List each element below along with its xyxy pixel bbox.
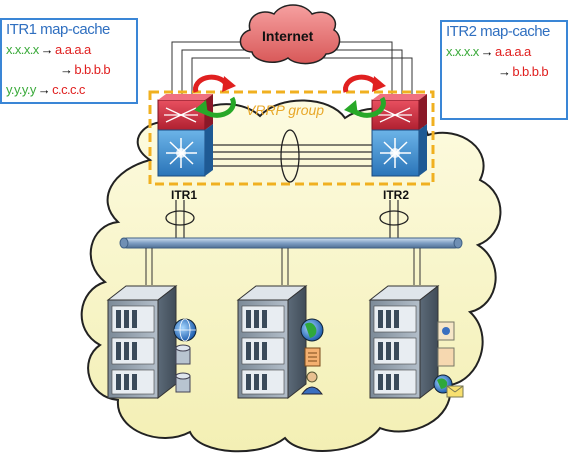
server-rack-3: [368, 284, 440, 400]
itr2-map-cache-title: ITR2 map-cache: [446, 23, 550, 40]
bus-end-right: [453, 237, 463, 249]
vrrp-group-box: [148, 90, 435, 186]
vrrp-group-label: VRRP group: [246, 102, 325, 118]
cache-row: →b.b.b.b: [58, 62, 111, 77]
cache-rloc: b.b.b.b: [512, 64, 548, 79]
uplinks: [171, 41, 413, 100]
lisp-cycle-icon-2: [343, 74, 386, 118]
cache-eid: y.y.y.y: [6, 82, 36, 97]
cache-row: y.y.y.y→c.c.c.c: [6, 82, 85, 97]
cache-rloc: c.c.c.c: [52, 82, 85, 97]
server-rack-2: [236, 284, 308, 400]
cache-eid: x.x.x.x: [446, 44, 479, 59]
arrow-icon: →: [498, 64, 511, 79]
globe-mail-icon: [433, 374, 464, 398]
itr1-router: [157, 94, 213, 177]
document-icon: [304, 347, 321, 367]
datacenter-cloud: [80, 99, 502, 453]
itr1-map-cache: ITR1 map-cache x.x.x.x→a.a.a.a →b.b.b.b …: [0, 18, 138, 104]
cache-rloc: b.b.b.b: [74, 62, 110, 77]
cache-rloc: a.a.a.a: [495, 44, 531, 59]
cache-eid: x.x.x.x: [6, 42, 39, 57]
itr1-label: ITR1: [171, 188, 198, 202]
itr2-label: ITR2: [383, 188, 410, 202]
arrow-icon: →: [40, 42, 54, 57]
bus-end-left: [119, 237, 129, 249]
router-downlinks: [175, 200, 399, 240]
server-drops: [145, 248, 421, 285]
cache-rloc: a.a.a.a: [55, 42, 91, 57]
itr2-map-cache: ITR2 map-cache x.x.x.x→a.a.a.a →b.b.b.b: [440, 20, 568, 120]
downlink-ring-1: [165, 210, 195, 226]
router-interlinks: [205, 144, 372, 167]
arrow-icon: →: [60, 62, 73, 77]
server-rack-1: [106, 284, 178, 400]
globe-icon: [300, 318, 324, 342]
arrow-icon: →: [37, 82, 51, 97]
user-icon: [301, 371, 323, 395]
lisp-cycle-icon-1: [193, 74, 236, 118]
globe-icon: [173, 318, 197, 342]
link-bundle-ring: [280, 129, 300, 183]
itr2-router: [371, 94, 427, 177]
network-bus: [121, 237, 461, 249]
internet-label: Internet: [262, 28, 314, 44]
document-icon: [437, 347, 455, 367]
app-icon: [437, 321, 455, 341]
database-icon: [175, 372, 191, 393]
cache-row: x.x.x.x→a.a.a.a: [6, 42, 91, 57]
cache-row: x.x.x.x→a.a.a.a: [446, 44, 531, 59]
internet-cloud: [239, 4, 341, 65]
arrow-icon: →: [480, 44, 494, 59]
database-icon: [175, 344, 191, 365]
itr1-map-cache-title: ITR1 map-cache: [6, 21, 110, 38]
downlink-ring-2: [379, 210, 409, 226]
cache-row: →b.b.b.b: [496, 64, 549, 79]
